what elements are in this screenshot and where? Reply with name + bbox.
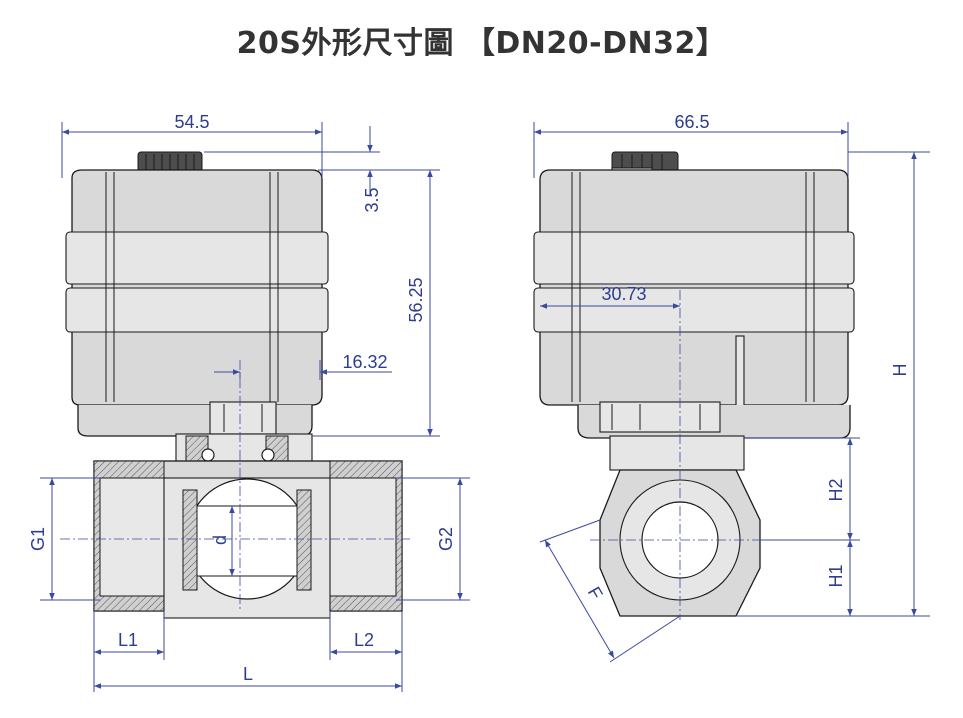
- ball-bore: [195, 505, 299, 577]
- dim-height-front: 56.25: [406, 277, 426, 322]
- side-view: 66.5 30.73 H H2 H1 F: [533, 112, 930, 663]
- dim-lower-height: H1: [826, 564, 846, 587]
- actuator-band-lower: [65, 287, 329, 333]
- page-title: 20S外形尺寸圖 【DN20-DN32】: [236, 26, 727, 61]
- dim-port-left: G1: [28, 527, 48, 551]
- dim-hex-across-flats: F: [584, 583, 607, 603]
- actuator-base: [77, 405, 313, 437]
- side-band-lower: [533, 287, 855, 333]
- dim-center-offset: 30.73: [601, 284, 646, 304]
- dim-thread-right: L2: [354, 630, 374, 650]
- side-band-upper: [533, 231, 855, 285]
- front-view: 54.5 3.5 56.25 16.32 d G1 G2: [28, 112, 470, 692]
- dim-upper-height: H2: [826, 478, 846, 501]
- dim-length: L: [243, 664, 253, 684]
- dim-width-side: 66.5: [674, 112, 709, 132]
- dim-width-front: 54.5: [174, 112, 209, 132]
- dim-stem-offset: 16.32: [342, 352, 387, 372]
- dim-total-height: H: [890, 364, 910, 377]
- dim-bore: d: [210, 535, 230, 545]
- dim-port-right: G2: [436, 527, 456, 551]
- stem-coupling: [209, 401, 277, 435]
- dim-thread-left: L1: [118, 630, 138, 650]
- side-valve-neck: [609, 435, 745, 471]
- actuator-band-upper: [65, 231, 329, 285]
- dim-cap-offset: 3.5: [362, 187, 382, 212]
